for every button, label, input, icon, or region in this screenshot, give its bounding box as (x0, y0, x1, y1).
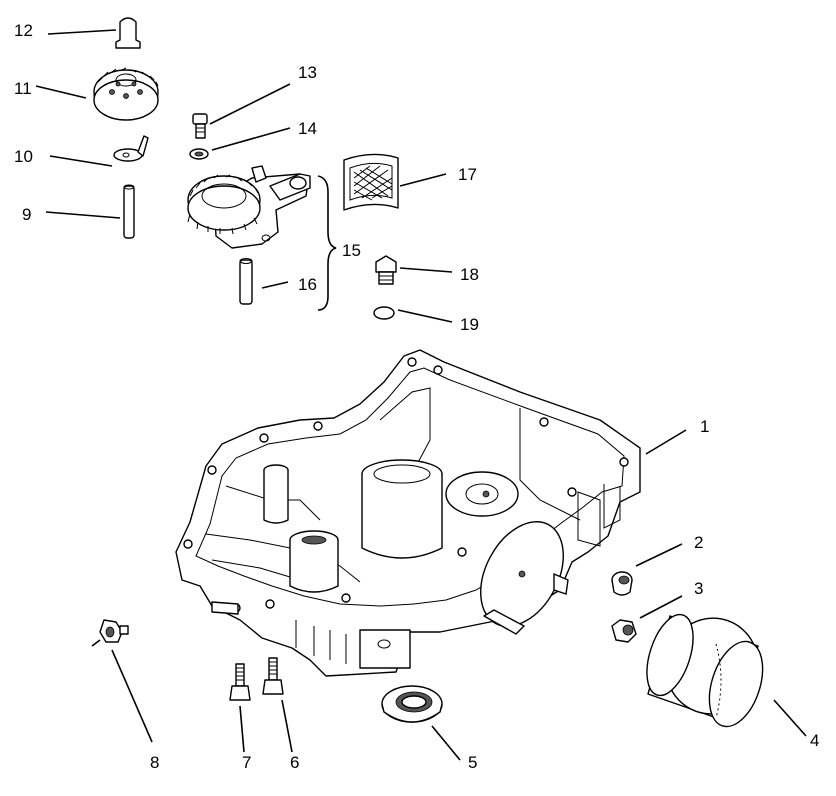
part-8-sensor (91, 619, 129, 647)
callout-8: 8 (150, 753, 159, 772)
callout-1: 1 (700, 417, 709, 436)
callout-12: 12 (14, 21, 33, 40)
part-14-washer (189, 148, 209, 160)
leader-5 (431, 725, 461, 761)
leader-13 (209, 83, 291, 125)
leader-10 (49, 155, 113, 167)
leader-2 (635, 543, 683, 567)
leader-4 (773, 699, 807, 737)
callout-15: 15 (342, 241, 361, 260)
leader-19 (397, 309, 453, 323)
part-17-screen (343, 153, 399, 211)
part-11-gear (93, 67, 159, 121)
part-6-bolt (262, 657, 284, 695)
callout-2: 2 (694, 533, 703, 552)
leader-7 (239, 705, 245, 753)
callout-9: 9 (22, 205, 31, 224)
callout-7: 7 (242, 753, 251, 772)
part-12-cap (115, 17, 141, 49)
part-3-plug (611, 619, 637, 643)
callout-4: 4 (810, 731, 819, 750)
callout-18: 18 (460, 265, 479, 284)
part-18-plug (375, 255, 397, 285)
part-2-plug (611, 571, 633, 596)
leader-12 (47, 29, 117, 35)
callout-11: 11 (14, 79, 32, 98)
part-5-oil-seal (381, 685, 443, 723)
leader-8 (111, 649, 153, 743)
leader-9 (45, 211, 121, 219)
part-13-screw (192, 113, 208, 139)
callout-14: 14 (298, 119, 317, 138)
leader-6 (281, 699, 293, 753)
leader-14 (211, 127, 291, 151)
leader-18 (399, 267, 453, 273)
callout-6: 6 (290, 753, 299, 772)
callout-19: 19 (460, 315, 479, 334)
leader-17 (399, 173, 447, 187)
callout-3: 3 (694, 579, 703, 598)
callout-13: 13 (298, 63, 317, 82)
part-4-oil-filter (646, 613, 764, 728)
part-9-pin (123, 184, 135, 239)
callout-10: 10 (14, 147, 33, 166)
part-7-bolt (229, 663, 251, 701)
leader-11 (35, 85, 87, 99)
leader-3 (639, 595, 683, 619)
leader-lines (35, 29, 807, 761)
part-15-oil-pump-assembly (187, 165, 311, 249)
assembly-brace-15 (317, 175, 337, 311)
callout-5: 5 (468, 753, 477, 772)
callout-16: 16 (298, 275, 317, 294)
callout-labels: 12 11 10 9 13 14 17 15 18 16 19 1 2 3 4 … (14, 21, 819, 772)
part-10-washer (113, 135, 149, 162)
callout-17: 17 (458, 165, 477, 184)
leader-1 (645, 429, 687, 455)
part-16-pin (239, 258, 253, 305)
part-1-base-housing (175, 349, 641, 677)
part-19-o-ring (373, 306, 395, 320)
leader-16 (261, 281, 289, 289)
